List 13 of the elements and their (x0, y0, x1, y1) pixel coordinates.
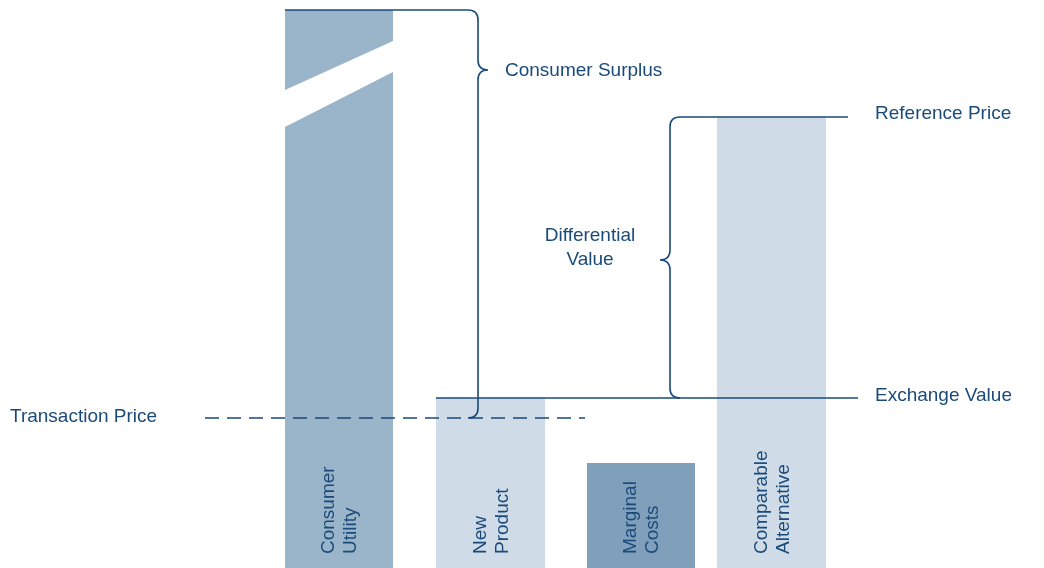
value-label: Differential Value (543, 223, 637, 271)
cost-bar (587, 463, 695, 568)
bar-label: Consumer Utility (317, 465, 361, 554)
alternative-bar (717, 117, 826, 568)
value-label: Transaction Price (10, 404, 158, 428)
value-label: Exchange Value (875, 383, 1012, 407)
bar-label: Comparable Alternative (749, 450, 794, 554)
value-label: Reference Price (875, 101, 1012, 125)
bar-label: Marginal Costs (619, 480, 663, 554)
utility-bar (285, 10, 393, 568)
bar-label: New Product (468, 487, 513, 554)
product-bar (436, 398, 545, 568)
value-label: Consumer Surplus (505, 58, 663, 82)
